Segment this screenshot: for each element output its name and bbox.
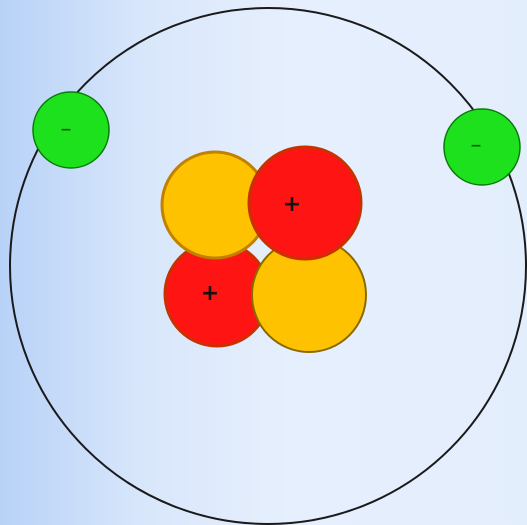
electron-right [444,109,520,185]
proton-top-right-sign: + [283,192,301,217]
proton-bottom-left-sign: + [201,281,219,306]
proton-top-right [249,147,361,259]
nucleus: + + [162,147,366,352]
electron-left-sign: − [60,122,72,138]
electron-right-sign: − [470,138,482,154]
